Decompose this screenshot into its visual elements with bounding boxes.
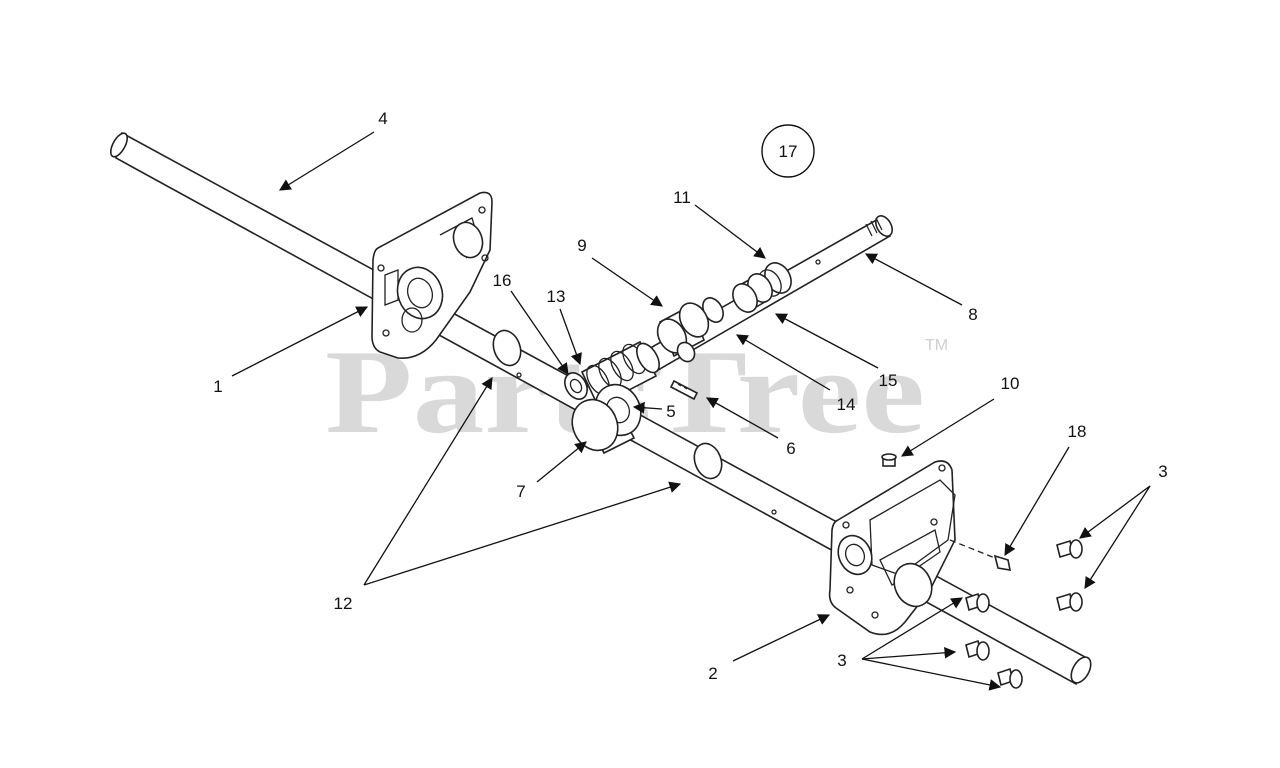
hex-bolt [965,592,990,613]
hex-bolt [1056,592,1083,612]
callout-label-11: 11 [673,188,691,207]
callout-label-1: 1 [213,377,222,396]
leader-lines [231,131,1151,691]
callout-label-10: 10 [1001,374,1020,393]
spacer-ring [676,341,696,363]
callout-label-5: 5 [666,402,675,421]
callout-label-16: 16 [493,271,512,290]
callout-label-3-lower: 3 [837,651,846,670]
thrust-washer-16 [564,372,588,400]
bearing-9 [656,302,710,358]
callout-label-8: 8 [968,305,977,324]
worm-gear-13 [580,340,660,408]
worm-wheel-gear [571,383,642,455]
left-gear-housing [371,191,493,359]
callout-label-4: 4 [378,109,387,128]
hex-bolt [965,639,990,661]
hex-bolt [997,667,1023,689]
callout-label-2: 2 [708,664,717,683]
hex-bolt [1056,539,1083,559]
right-gear-housing [828,460,956,636]
callout-label-15: 15 [879,371,898,390]
callout-label-14: 14 [837,395,856,414]
callout-label-9: 9 [577,236,586,255]
group-number-circle [761,124,815,178]
key-pin-6 [669,379,699,401]
group-number: 17 [779,142,798,161]
bearing-15 [732,273,773,314]
flat-washer-left [492,329,522,367]
callout-label-18: 18 [1068,422,1087,441]
callout-label-3-upper: 3 [1158,462,1167,481]
callout-label-7: 7 [516,482,525,501]
callout-label-12: 12 [334,594,353,613]
watermark-trademark: TM [925,337,948,354]
flat-washer-right [693,442,723,480]
vent-plug-10 [881,453,897,467]
callout-label-13: 13 [547,287,566,306]
grease-fitting-18 [949,539,1012,571]
callout-label-6: 6 [786,439,795,458]
